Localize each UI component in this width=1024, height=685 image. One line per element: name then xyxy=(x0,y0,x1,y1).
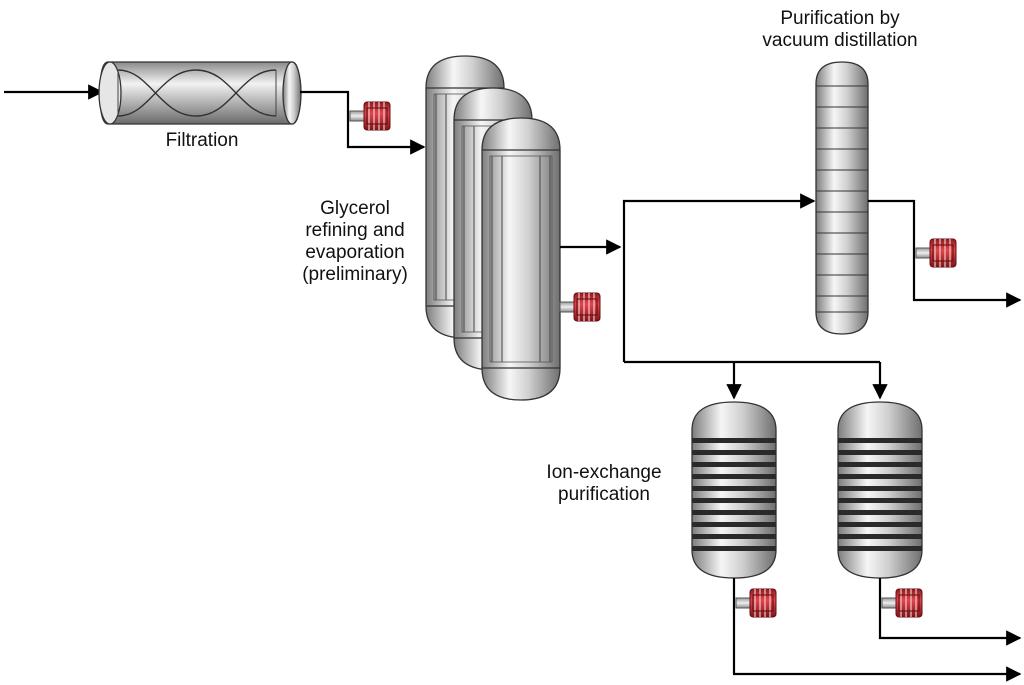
filter-pump-icon xyxy=(349,101,391,131)
label-vacuum-distillation: Purification by vacuum distillation xyxy=(762,8,918,51)
distillation-pump-icon xyxy=(915,238,957,268)
distillation-outlet-line xyxy=(868,199,1022,308)
distillation-column xyxy=(815,61,869,335)
evaporator-pump-icon xyxy=(559,292,601,322)
ion-exchange-pump-icon-1 xyxy=(735,588,777,618)
ion-exchange-pump-icon-2 xyxy=(881,588,923,618)
distribution-lines xyxy=(622,193,888,400)
ion-exchange-column-2 xyxy=(837,401,923,579)
filter-outlet-line xyxy=(300,90,426,155)
filter-unit xyxy=(98,61,302,125)
ion-exchange-outlet-lines xyxy=(732,578,1022,682)
label-glycerol-refining: Glycerol refining and evaporation (preli… xyxy=(302,198,408,285)
label-filtration: Filtration xyxy=(165,130,239,151)
ion-exchange-column-1 xyxy=(691,401,777,579)
evaporator-3 xyxy=(481,117,561,401)
label-ion-exchange: Ion-exchange purification xyxy=(546,462,662,505)
